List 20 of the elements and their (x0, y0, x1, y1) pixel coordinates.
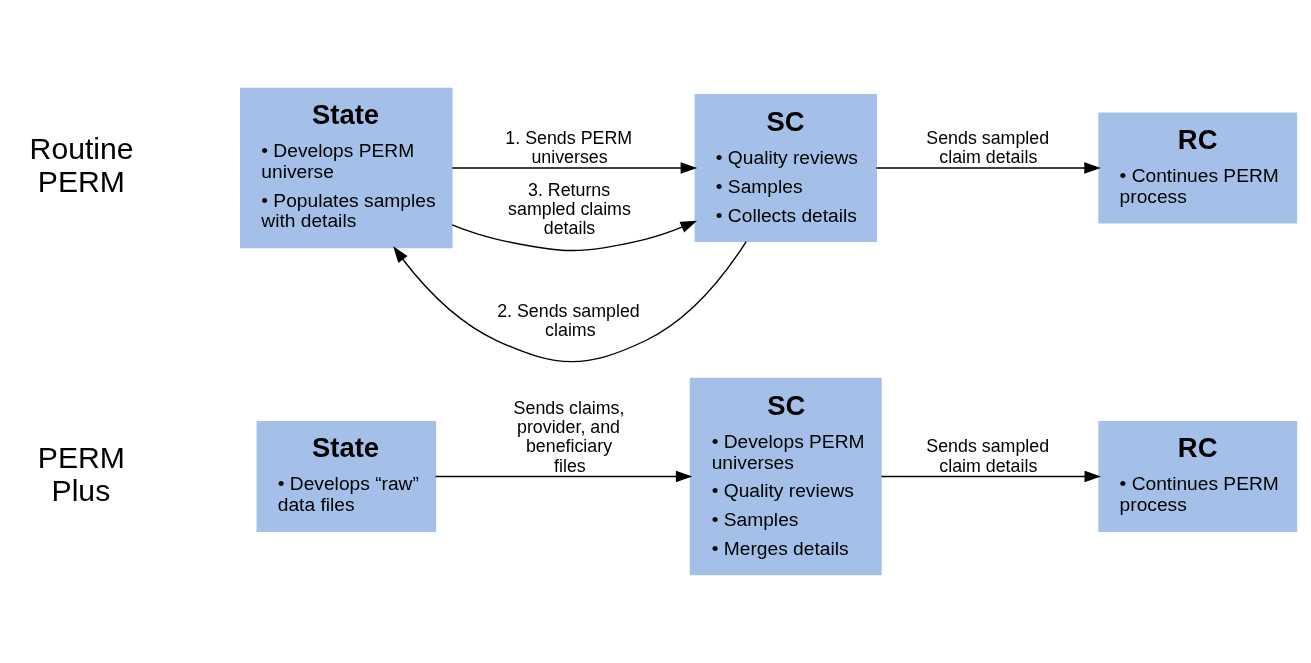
label: PERM Plus (37, 440, 125, 507)
arrow (880, 470, 1101, 483)
arrow (451, 220, 697, 252)
arrow (875, 162, 1101, 174)
label: Routine PERM (29, 132, 134, 199)
edge-label: 1. Sends PERM universes (505, 127, 633, 168)
node-box: State • Develops “raw” data files (256, 420, 437, 532)
node-box: RC • Continues PERM process (1098, 112, 1298, 224)
arrow (434, 470, 693, 483)
edge-label: Sends claims, provider, and beneficiary files (513, 397, 625, 476)
node-box: SC • Develops PERM universes • Quality reviews • Samples • Merges details (689, 377, 882, 576)
edge-label: 2. Sends sampled claims (497, 300, 640, 340)
node-box: RC • Continues PERM process (1098, 420, 1298, 532)
arrow (451, 162, 698, 174)
arrow (393, 240, 747, 363)
node-box: State • Develops PERM universe • Populates samples with details (240, 87, 453, 249)
node-box: SC • Quality reviews • Samples • Collects details (694, 93, 877, 243)
edge-label: 3. Returns sampled claims details (508, 179, 631, 239)
edge-label: Sends sampled claim details (926, 127, 1050, 168)
edge-label: Sends sampled claim details (926, 436, 1050, 476)
